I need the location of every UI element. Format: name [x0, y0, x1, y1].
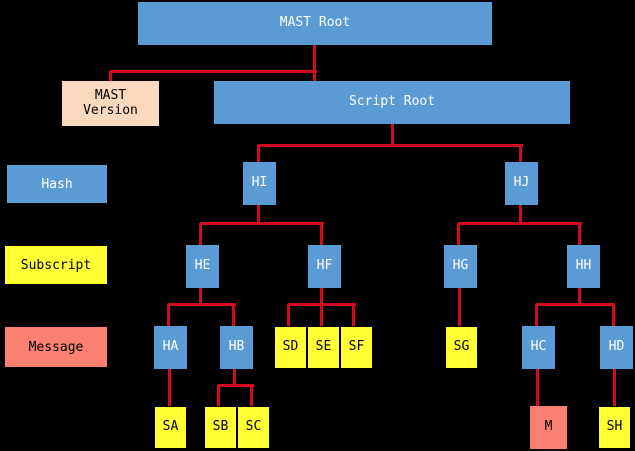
edge-hi-stem: [257, 205, 260, 225]
node-sc[interactable]: SC: [237, 406, 270, 449]
node-hc[interactable]: HC: [522, 326, 555, 369]
node-sb[interactable]: SB: [204, 406, 237, 449]
edge-hi-drop: [257, 145, 260, 164]
node-ha[interactable]: HA: [154, 326, 187, 369]
edge-se-drop: [320, 304, 323, 328]
edge-hc-m-link: [536, 369, 539, 408]
edge-he-bus: [168, 303, 236, 306]
node-hh[interactable]: HH: [567, 245, 600, 288]
node-hb[interactable]: HB: [220, 326, 253, 369]
edge-hi-bus: [200, 222, 324, 225]
node-sa[interactable]: SA: [154, 406, 187, 449]
edge-hb-bus: [218, 384, 254, 387]
edge-hf-drop: [320, 223, 323, 247]
edge-hg-sg-link: [458, 288, 461, 328]
legend-message-swatch: Message: [5, 327, 107, 367]
node-sd[interactable]: SD: [274, 326, 307, 369]
edge-hh-drop: [578, 223, 581, 247]
node-hf[interactable]: HF: [308, 245, 341, 288]
edge-hh-bus: [536, 303, 615, 306]
edge-hh-stem: [578, 288, 581, 306]
edge-hg-drop: [457, 223, 460, 247]
edge-sb-drop: [217, 385, 220, 408]
node-hi[interactable]: HI: [243, 162, 276, 205]
edge-hf-stem: [320, 288, 323, 306]
node-hd[interactable]: HD: [600, 326, 633, 369]
edge-ha-drop: [167, 304, 170, 328]
edge-mast-version-drop: [109, 71, 112, 82]
edge-hd-sh-link: [613, 369, 616, 408]
legend-subscript-swatch: Subscript: [5, 246, 107, 284]
edge-sc-drop: [250, 385, 253, 408]
node-mast-version[interactable]: MAST Version: [62, 81, 159, 126]
edge-sf-drop: [352, 304, 355, 328]
node-sf[interactable]: SF: [340, 326, 373, 369]
edge-hj-bus: [458, 222, 582, 225]
edge-hc-drop: [535, 304, 538, 328]
edge-sd-drop: [287, 304, 290, 328]
edge-script-root-bus: [258, 144, 523, 147]
edge-hb-stem: [233, 369, 236, 387]
edge-hj-drop: [519, 145, 522, 164]
edge-mast-root-stem: [313, 45, 316, 72]
edge-hb-drop: [232, 304, 235, 328]
node-hj[interactable]: HJ: [505, 162, 538, 205]
node-he[interactable]: HE: [186, 245, 219, 288]
node-mast-root[interactable]: MAST Root: [138, 2, 492, 45]
edge-ha-sa-link: [168, 369, 171, 408]
edge-script-root-stem: [391, 124, 394, 147]
node-se[interactable]: SE: [307, 326, 340, 369]
node-hg[interactable]: HG: [444, 245, 477, 288]
edge-hd-drop: [612, 304, 615, 328]
edge-hj-stem: [519, 205, 522, 225]
node-m[interactable]: M: [530, 406, 567, 449]
node-sh[interactable]: SH: [598, 406, 631, 449]
edge-he-drop: [199, 223, 202, 247]
node-script-root[interactable]: Script Root: [214, 81, 570, 124]
legend-hash-swatch: Hash: [7, 165, 107, 203]
edge-script-root-drop: [313, 71, 316, 82]
edge-mast-root-bus: [110, 70, 317, 73]
edge-he-stem: [199, 288, 202, 306]
node-sg[interactable]: SG: [445, 326, 478, 369]
